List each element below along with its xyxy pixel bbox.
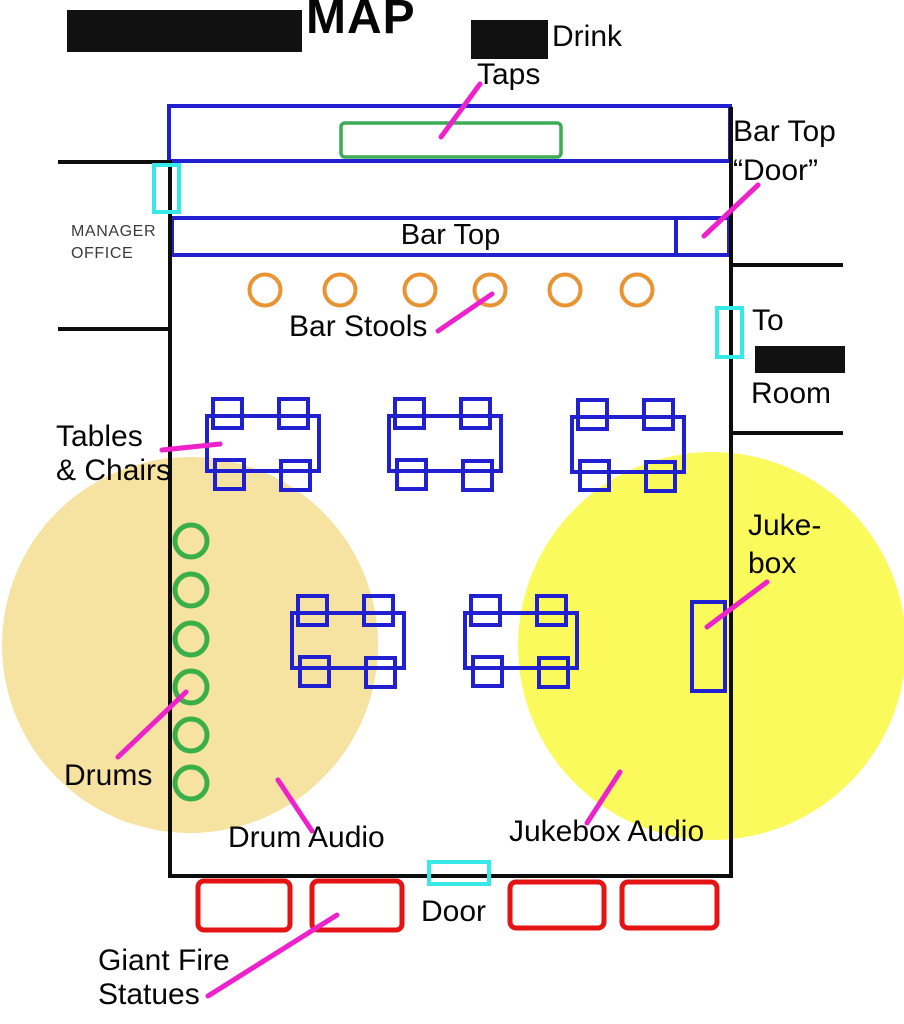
bar-top-door-label-line2: “Door” [733,154,819,187]
taps-label: Taps [477,58,541,91]
chair [364,656,397,689]
chair [298,655,331,688]
drum [172,571,210,609]
redacted-room-name [755,346,845,373]
drum [172,668,210,706]
manager-office-label-line1: MANAGER [71,223,157,240]
jukebox-arrow [704,579,770,630]
manager-office-label: MANAGER OFFICE [71,221,156,265]
chair [296,594,329,627]
doors-layer [152,163,744,886]
chair [535,594,568,627]
chair [576,398,609,431]
furniture-layer [172,121,727,802]
chair [578,459,611,492]
chair [393,397,426,430]
tables-chairs-label: Tables & Chairs [56,420,171,488]
drum-audio-zone [2,457,378,833]
table-group [463,594,579,689]
drum-audio-label: Drum Audio [228,821,385,854]
bar-stools-arrow [435,291,495,334]
table-group [205,397,321,492]
manager-office-label-line2: OFFICE [71,245,134,262]
table [570,415,686,474]
chair [279,459,312,492]
bar-stool [322,272,358,308]
bar-top-door-label: Bar Top “Door” [733,112,836,190]
jukebox [690,600,727,693]
drum [172,620,210,658]
fire-statues-label-line2: Statues [98,978,200,1011]
tables-chairs-label-line2: & Chairs [56,454,172,487]
drums-arrow [115,689,189,760]
table-group [387,397,503,492]
chair [461,459,494,492]
table [290,611,406,670]
chair [211,397,244,430]
jukebox-label-line1: Juke- [748,509,822,542]
bar-top-label: Bar Top [400,219,501,251]
redactions-layer [67,10,845,373]
drum [172,716,210,754]
fire-statue [309,878,405,933]
taps-arrow [438,81,483,140]
drink-taps-rack [339,121,563,159]
chair [471,655,504,688]
bar-stool [402,272,438,308]
drums-label: Drums [64,759,153,792]
chair [277,397,310,430]
bar-stool [472,272,508,308]
statues-arrow [205,912,340,999]
fire-statues-layer [195,878,720,933]
table [463,611,579,670]
redacted-venue-name [67,10,302,52]
fire-statue [195,878,293,933]
table-group [290,594,406,689]
redacted-drink-name [471,20,548,59]
fire-statue [507,879,607,931]
chair [537,656,570,689]
chair [644,460,677,493]
bar-stools-label: Bar Stools [289,310,428,343]
drum [172,522,210,560]
bar-stool [547,272,583,308]
to-room-label-line2: Room [751,377,832,410]
walls-layer [58,104,843,878]
audio-zones-layer [2,452,904,840]
chair [459,397,492,430]
drink-label: Drink [552,20,623,53]
bar-stool [619,272,655,308]
chair [469,594,502,627]
page-title: MAP [306,0,416,44]
jukebox-audio-label: Jukebox Audio [509,815,705,848]
fire-statues-label-line1: Giant Fire [98,944,230,977]
chair [395,458,428,491]
door-label: Door [421,895,487,928]
to-room-label-line1: To [752,304,784,337]
table-group [570,398,686,493]
manager-office-door [152,163,181,214]
fire-statue [619,879,720,931]
fire-statues-label: Giant Fire Statues [98,944,230,1012]
chair [213,458,246,491]
jukebox-label-line2: box [748,547,797,580]
drum [172,764,210,802]
chair [642,398,675,431]
side-room-door [715,306,744,359]
table [387,414,503,473]
chair [362,594,395,627]
jukebox-audio-arrow [584,769,623,826]
drum-audio-arrow [275,777,315,834]
jukebox-audio-zone [518,452,904,840]
label-arrows-layer [115,81,770,999]
bar-top-door-label-line1: Bar Top [733,115,836,148]
bar-stool [247,272,283,308]
main-door [427,860,491,886]
jukebox-label: Juke- box [748,507,821,583]
bartop-door-arrow [701,182,761,239]
tables-arrow [159,441,223,453]
drink-taps-counter [167,104,732,163]
tables-chairs-label-line1: Tables [56,420,143,453]
